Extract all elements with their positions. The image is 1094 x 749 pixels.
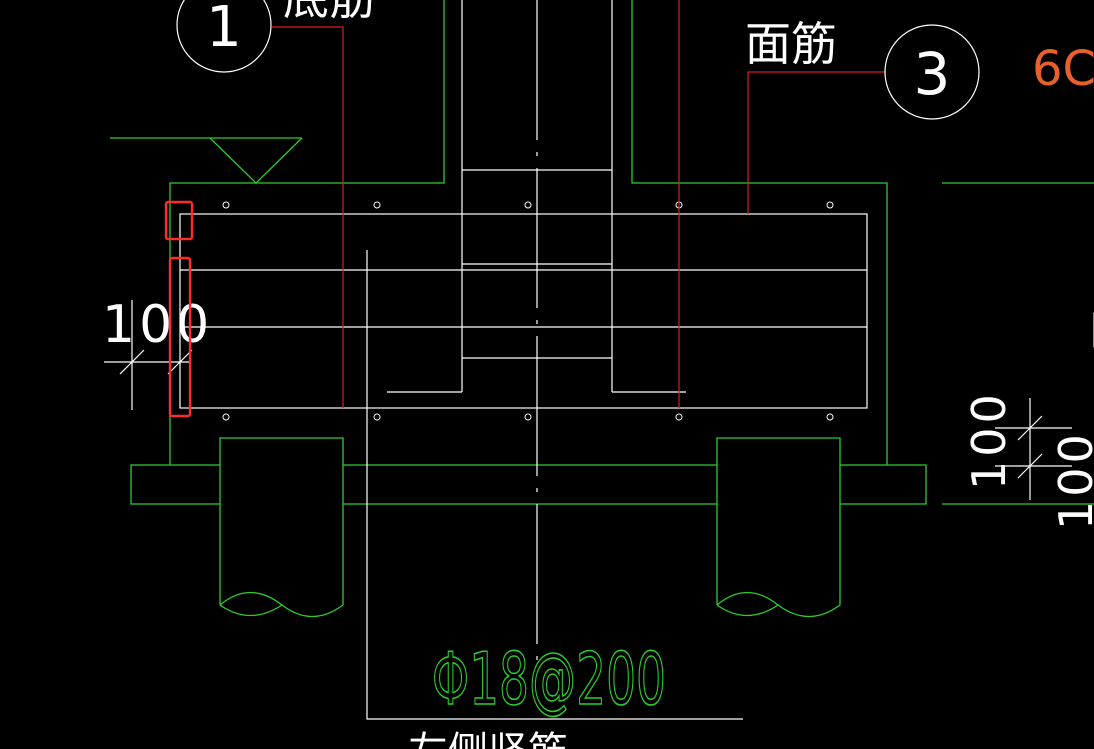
right-partial-tick: 三 bbox=[1084, 310, 1094, 350]
rebar-dots bbox=[222, 201, 834, 421]
dimension-right-partial: 100 bbox=[1049, 430, 1094, 530]
highlight-box-top bbox=[164, 200, 194, 241]
leader-lines bbox=[272, 0, 886, 408]
highlight-boxes bbox=[164, 200, 194, 418]
pile-left bbox=[219, 437, 344, 618]
dimension-left-value: 100 bbox=[102, 295, 213, 355]
elevation-marker bbox=[110, 137, 303, 184]
partial-text-6c: 6C bbox=[1032, 41, 1094, 97]
dimension-left: 100 bbox=[102, 295, 213, 410]
dimension-right: 100 100 三 bbox=[962, 310, 1094, 530]
callout-1-number: 1 bbox=[206, 0, 242, 60]
pile-cap-outline bbox=[169, 0, 1094, 505]
side-vertical-bar bbox=[366, 250, 743, 720]
callout-1-label: 底筋 bbox=[283, 0, 375, 25]
pile-right bbox=[716, 437, 841, 618]
callout-3: 3 面筋 bbox=[745, 17, 980, 120]
rebar-spec-label: Φ18@200 bbox=[432, 637, 666, 721]
callout-3-number: 3 bbox=[914, 40, 951, 108]
column-rebar bbox=[387, 0, 686, 393]
dimension-right-value: 100 bbox=[962, 390, 1016, 490]
rebar-cage bbox=[179, 213, 868, 409]
callout-1: 1 底筋 bbox=[176, 0, 375, 73]
callout-3-label: 面筋 bbox=[745, 17, 837, 71]
cushion-layer bbox=[130, 464, 927, 505]
highlight-box-side bbox=[168, 256, 192, 418]
bottom-partial-label: 左侧竖筋 bbox=[408, 729, 568, 749]
